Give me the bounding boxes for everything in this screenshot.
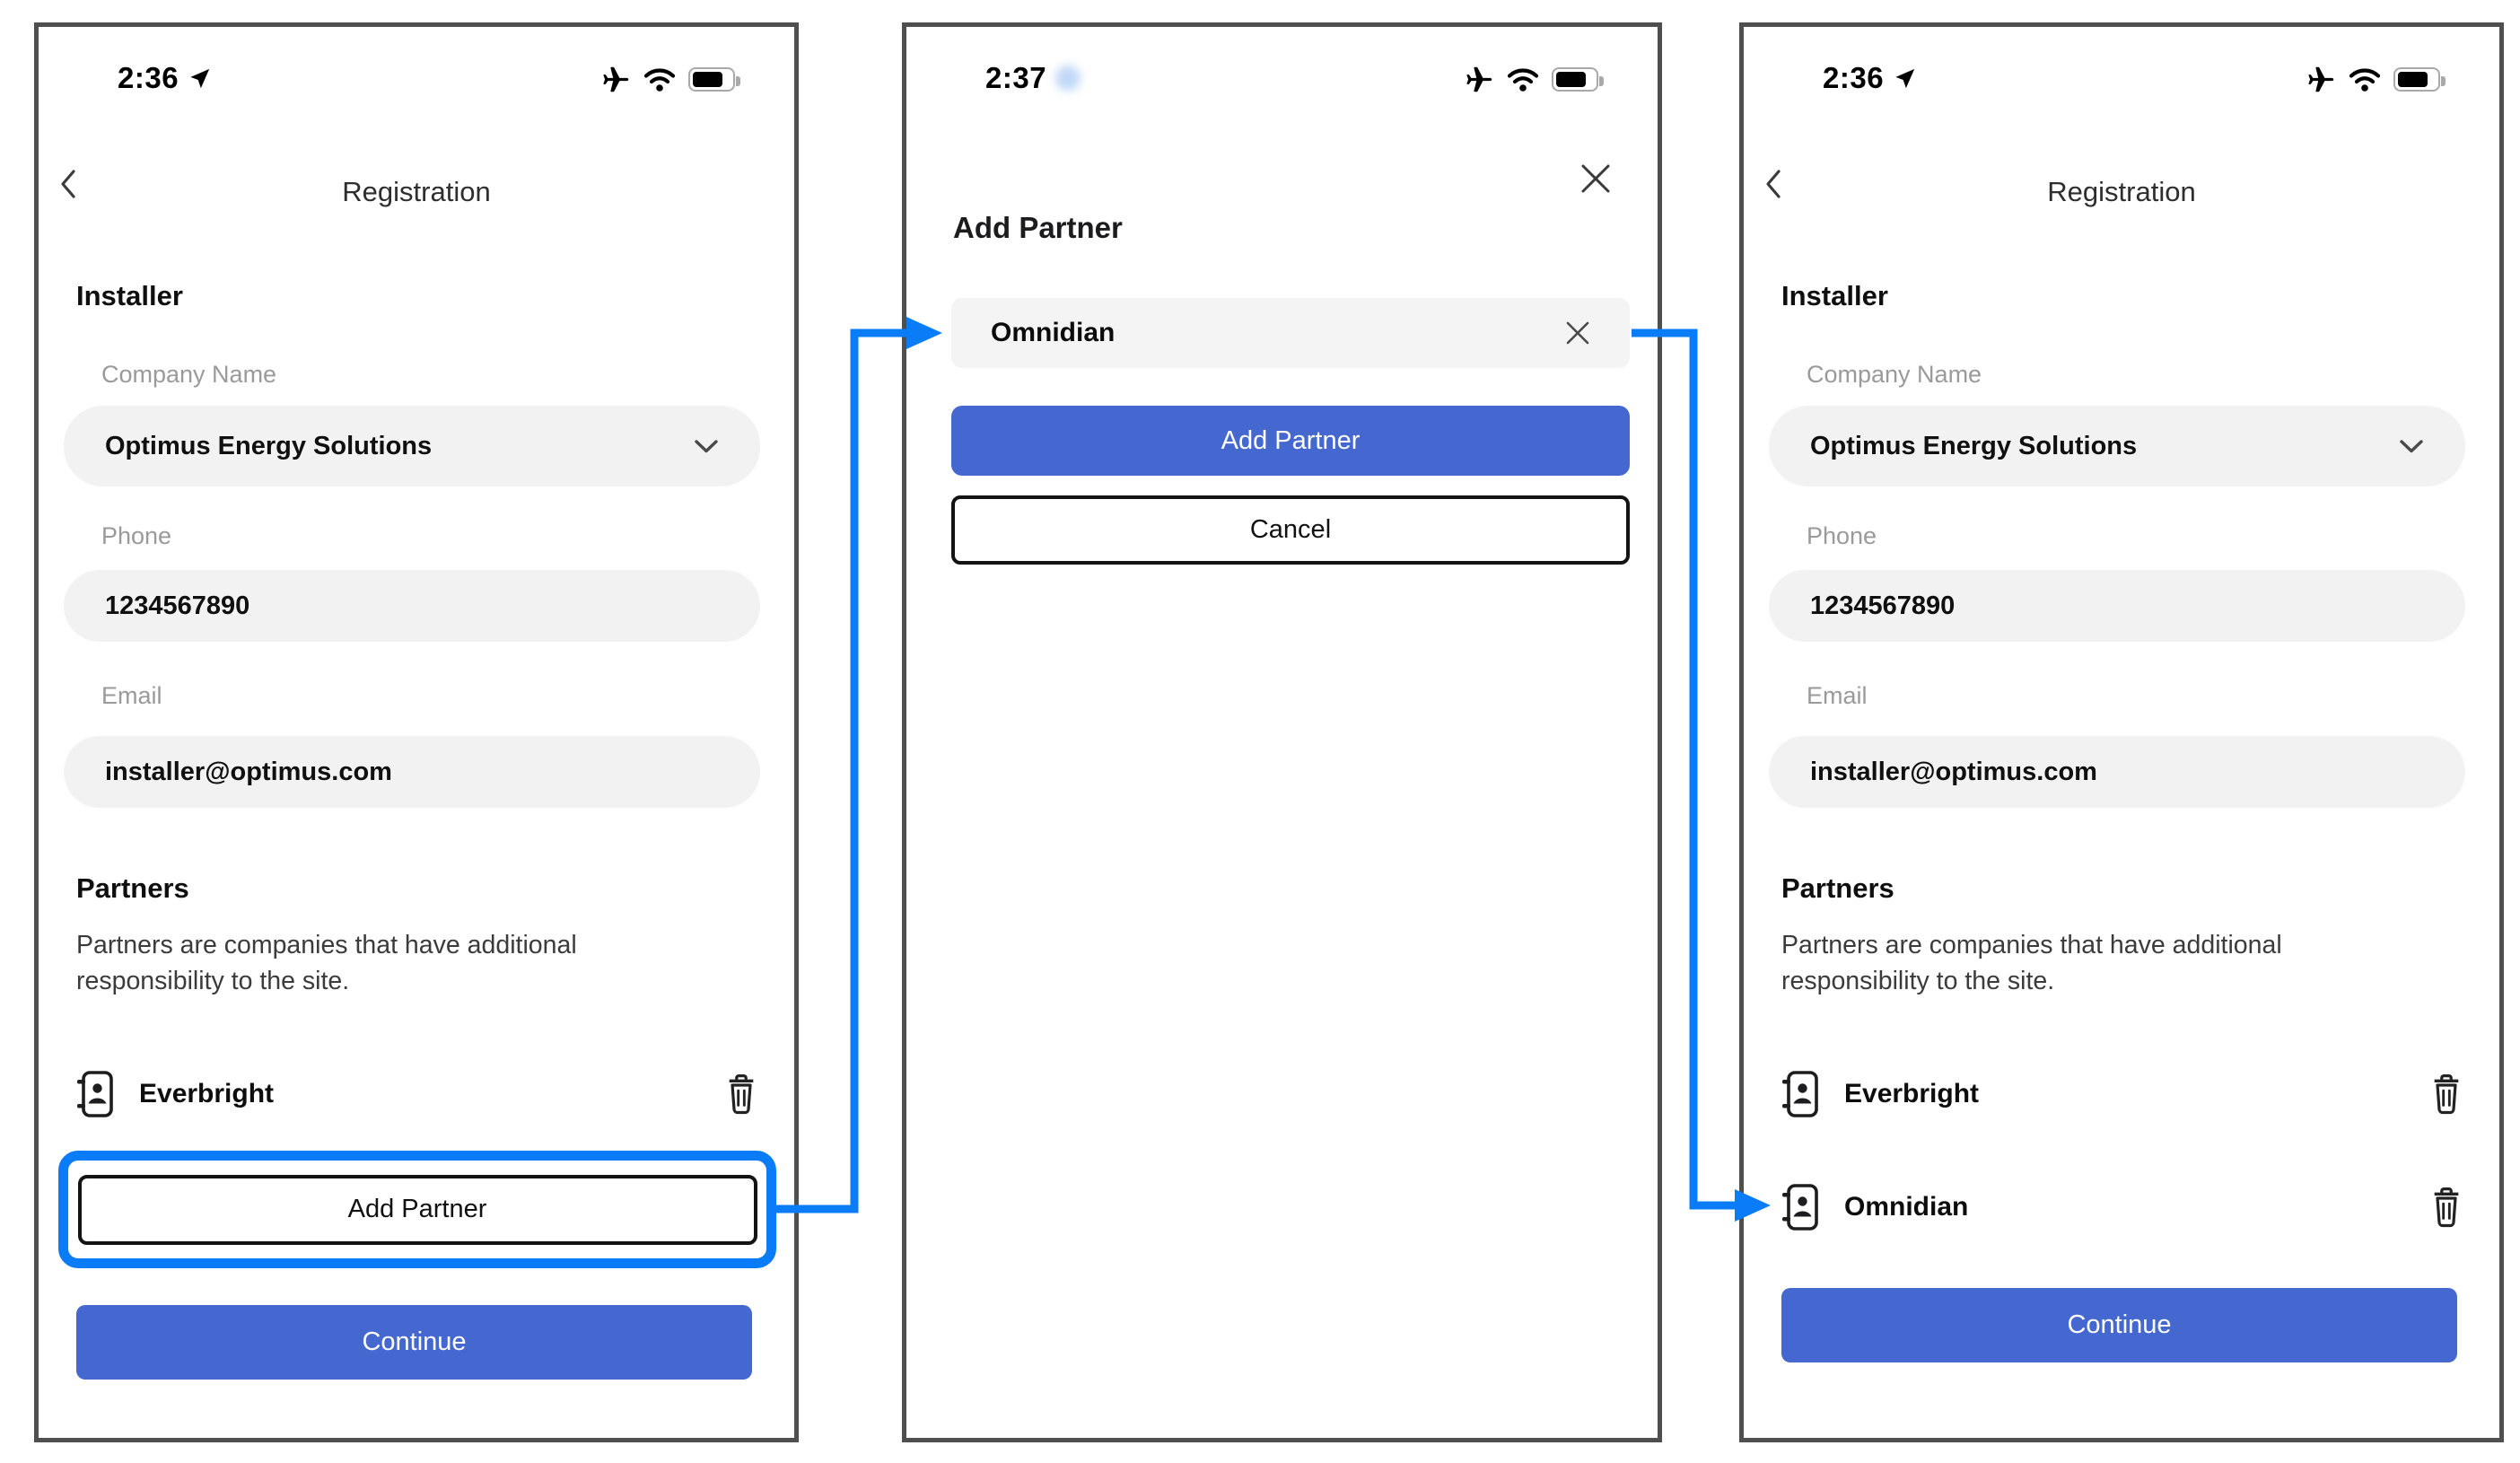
installer-heading: Installer — [76, 280, 183, 311]
phone-label: Phone — [101, 522, 172, 549]
battery-icon — [1552, 67, 1604, 92]
add-partner-button[interactable]: Add Partner — [77, 1174, 757, 1245]
email-field[interactable]: installer@optimus.com — [64, 736, 760, 808]
email-label: Email — [101, 682, 162, 709]
airplane-mode-icon — [1465, 65, 1494, 94]
page-title: Registration — [2047, 176, 2196, 207]
company-name-label: Company Name — [101, 361, 277, 388]
statusbar-right — [601, 65, 740, 94]
partners-heading: Partners — [1781, 872, 1894, 904]
chevron-down-icon — [2399, 439, 2424, 454]
phone-field[interactable]: 1234567890 — [1769, 570, 2465, 642]
modal-add-partner-button[interactable]: Add Partner — [951, 406, 1630, 476]
partner-name: Everbright — [1844, 1079, 1980, 1108]
close-icon[interactable] — [1580, 163, 1611, 194]
phone-screen-add-partner-modal: 2:37 Add Partner Omnidian — [902, 22, 1662, 1442]
statusbar-time: 2:36 — [118, 61, 179, 94]
installer-heading: Installer — [1781, 280, 1888, 311]
statusbar-right — [2306, 65, 2446, 94]
phone-screen-registration-after: 2:36 Registration Installer Company — [1739, 22, 2504, 1442]
phone-label: Phone — [1807, 522, 1877, 549]
chevron-down-icon — [694, 439, 719, 454]
statusbar-time: 2:36 — [1823, 61, 1885, 94]
airplane-mode-icon — [2306, 65, 2336, 94]
partner-row: Everbright — [1781, 1066, 2463, 1122]
email-value: installer@optimus.com — [105, 757, 392, 786]
wifi-icon — [1507, 67, 1539, 92]
tutorial-highlight-box: Add Partner — [58, 1151, 776, 1268]
partner-name: Everbright — [139, 1079, 275, 1108]
location-arrow-icon — [1893, 66, 1917, 91]
wifi-icon — [2349, 67, 2381, 92]
statusbar-left: 2:37 — [985, 61, 1081, 95]
partner-name-input-value: Omnidian — [991, 318, 1116, 347]
partner-row: Everbright — [76, 1066, 758, 1122]
email-value: installer@optimus.com — [1810, 757, 2097, 786]
company-name-dropdown[interactable]: Optimus Energy Solutions — [64, 406, 760, 486]
company-name-value: Optimus Energy Solutions — [1810, 431, 2138, 460]
page-title: Registration — [342, 176, 491, 207]
delete-partner-button[interactable] — [2429, 1185, 2463, 1230]
company-name-label: Company Name — [1807, 361, 1982, 388]
back-button[interactable] — [1763, 169, 1790, 205]
company-name-dropdown[interactable]: Optimus Energy Solutions — [1769, 406, 2465, 486]
statusbar-right — [1465, 65, 1604, 94]
partner-name: Omnidian — [1844, 1192, 1969, 1222]
statusbar-left: 2:36 — [1823, 61, 1917, 95]
company-name-value: Optimus Energy Solutions — [105, 431, 433, 460]
partner-row: Omnidian — [1781, 1179, 2463, 1235]
statusbar-left: 2:36 — [118, 61, 212, 95]
airplane-mode-icon — [601, 65, 631, 94]
email-field[interactable]: installer@optimus.com — [1769, 736, 2465, 808]
partners-description: Partners are companies that have additio… — [76, 931, 577, 995]
continue-button[interactable]: Continue — [1781, 1288, 2457, 1362]
battery-icon — [688, 67, 740, 92]
phone-value: 1234567890 — [105, 591, 250, 620]
clear-input-icon[interactable] — [1565, 320, 1590, 346]
delete-partner-button[interactable] — [724, 1072, 758, 1117]
battery-icon — [2393, 67, 2446, 92]
wifi-icon — [643, 67, 676, 92]
delete-partner-button[interactable] — [2429, 1072, 2463, 1117]
continue-button[interactable]: Continue — [76, 1305, 752, 1380]
contact-card-icon — [1781, 1070, 1821, 1118]
contact-card-icon — [76, 1070, 116, 1118]
partners-description: Partners are companies that have additio… — [1781, 931, 2282, 995]
statusbar-time: 2:37 — [985, 61, 1047, 94]
email-label: Email — [1807, 682, 1868, 709]
location-arrow-icon — [188, 66, 212, 91]
cancel-button[interactable]: Cancel — [951, 495, 1630, 565]
phone-value: 1234567890 — [1810, 591, 1956, 620]
phone-field[interactable]: 1234567890 — [64, 570, 760, 642]
contact-card-icon — [1781, 1183, 1821, 1231]
phone-screen-registration-before: 2:36 Registration Installer Company — [34, 22, 799, 1442]
partners-heading: Partners — [76, 872, 189, 904]
focus-dot — [1055, 66, 1081, 91]
partner-name-input[interactable]: Omnidian — [951, 298, 1630, 368]
back-button[interactable] — [58, 169, 85, 205]
modal-title: Add Partner — [953, 211, 1123, 244]
